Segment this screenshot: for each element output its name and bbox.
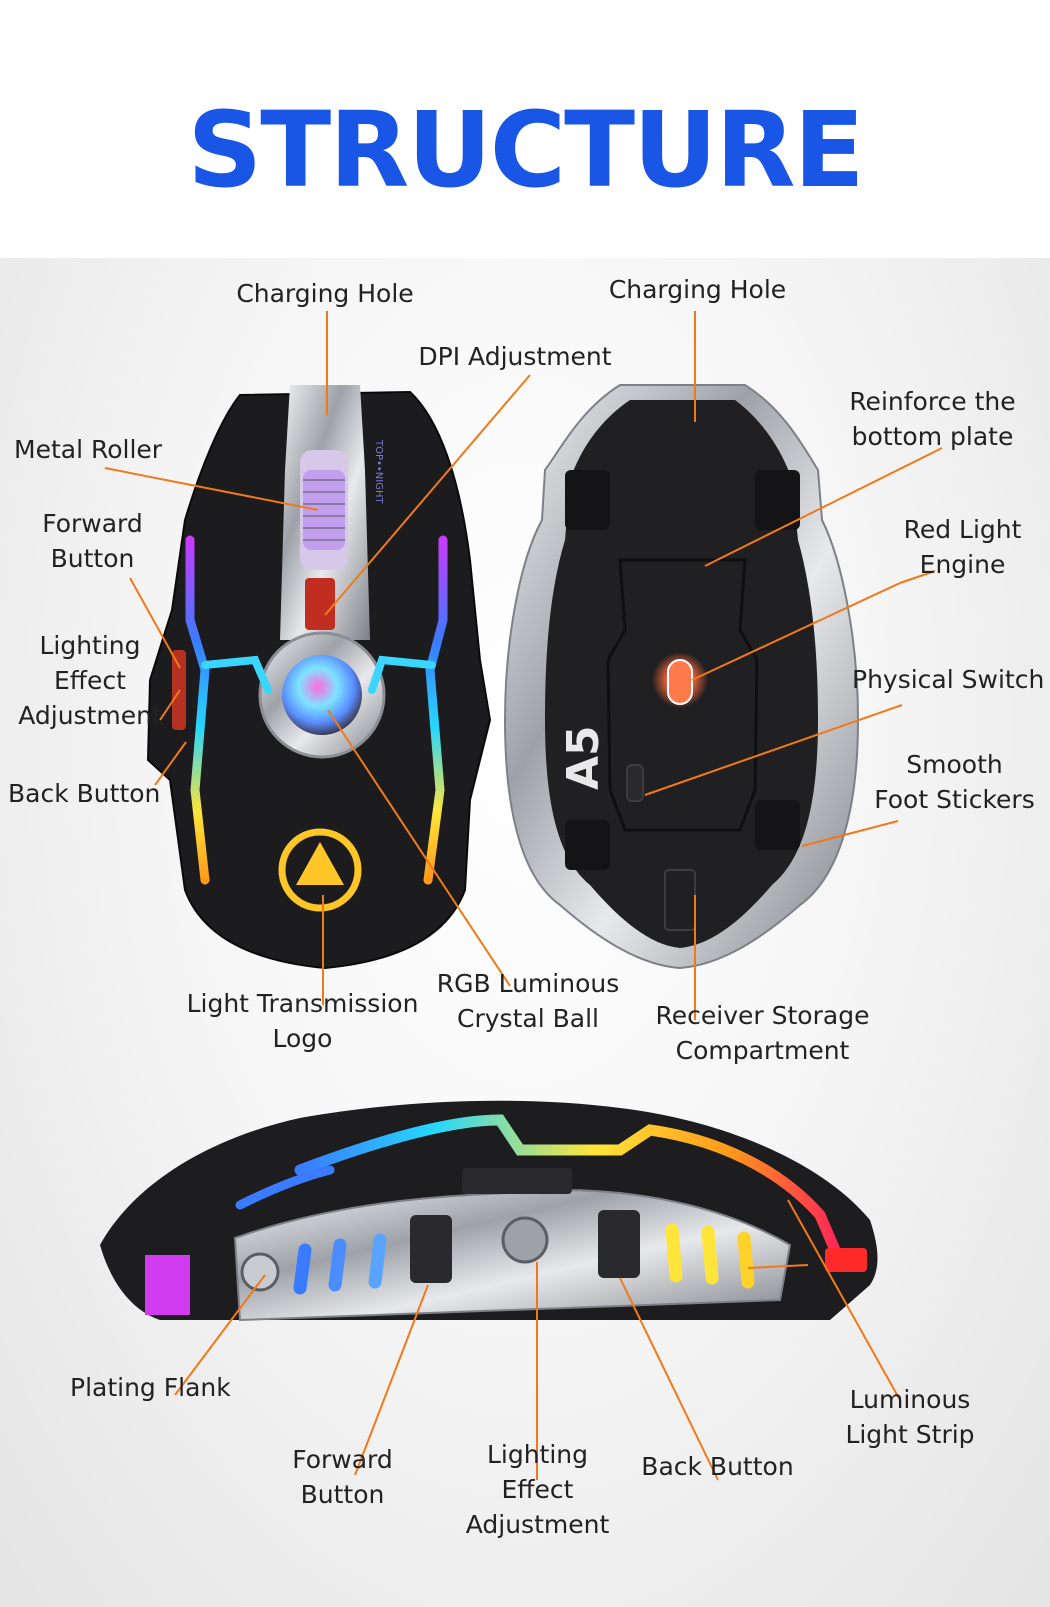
label-smooth-foot-stickers: Smooth Foot Stickers (874, 750, 1035, 814)
label-rgb-crystal-ball: RGB Luminous Crystal Ball (436, 969, 620, 1033)
bottom-view-mouse: A5 (503, 384, 860, 970)
label-physical-switch: Physical Switch (852, 665, 1045, 694)
label-plating-flank: Plating Flank (70, 1373, 231, 1402)
top-view-mouse: TOP••NIGHT (146, 385, 492, 970)
leader-lines (104, 311, 943, 1481)
label-dpi-adjustment: DPI Adjustment (418, 342, 612, 371)
label-reinforce-bottom-plate: Reinforce the bottom plate (849, 387, 1016, 451)
label-charging-hole-top: Charging Hole (236, 279, 414, 308)
label-forward-button-side: Forward Button (292, 1445, 393, 1509)
label-light-transmission-logo: Light Transmission Logo (186, 989, 419, 1053)
title-band (0, 0, 1050, 258)
side-view-mouse (100, 1100, 878, 1322)
label-lighting-effect-top: Lighting Effect Adjustment (18, 631, 162, 730)
label-red-light-engine: Red Light Engine (903, 515, 1022, 579)
label-back-button-side: Back Button (641, 1452, 794, 1481)
label-lighting-effect-side: Lighting Effect Adjustment (465, 1440, 610, 1539)
model-print: A5 (558, 725, 609, 790)
label-receiver-storage: Receiver Storage Compartment (655, 1001, 870, 1065)
label-charging-hole-bottom: Charging Hole (608, 275, 787, 304)
label-luminous-light-strip: Luminous Light Strip (845, 1385, 975, 1449)
label-metal-roller: Metal Roller (14, 435, 163, 464)
diagram-background (0, 258, 1050, 1607)
brand-print: TOP••NIGHT (373, 439, 384, 505)
label-back-button-top: Back Button (8, 779, 161, 808)
label-forward-button-top: Forward Button (42, 509, 143, 573)
page-title: STRUCTURE (187, 89, 864, 211)
